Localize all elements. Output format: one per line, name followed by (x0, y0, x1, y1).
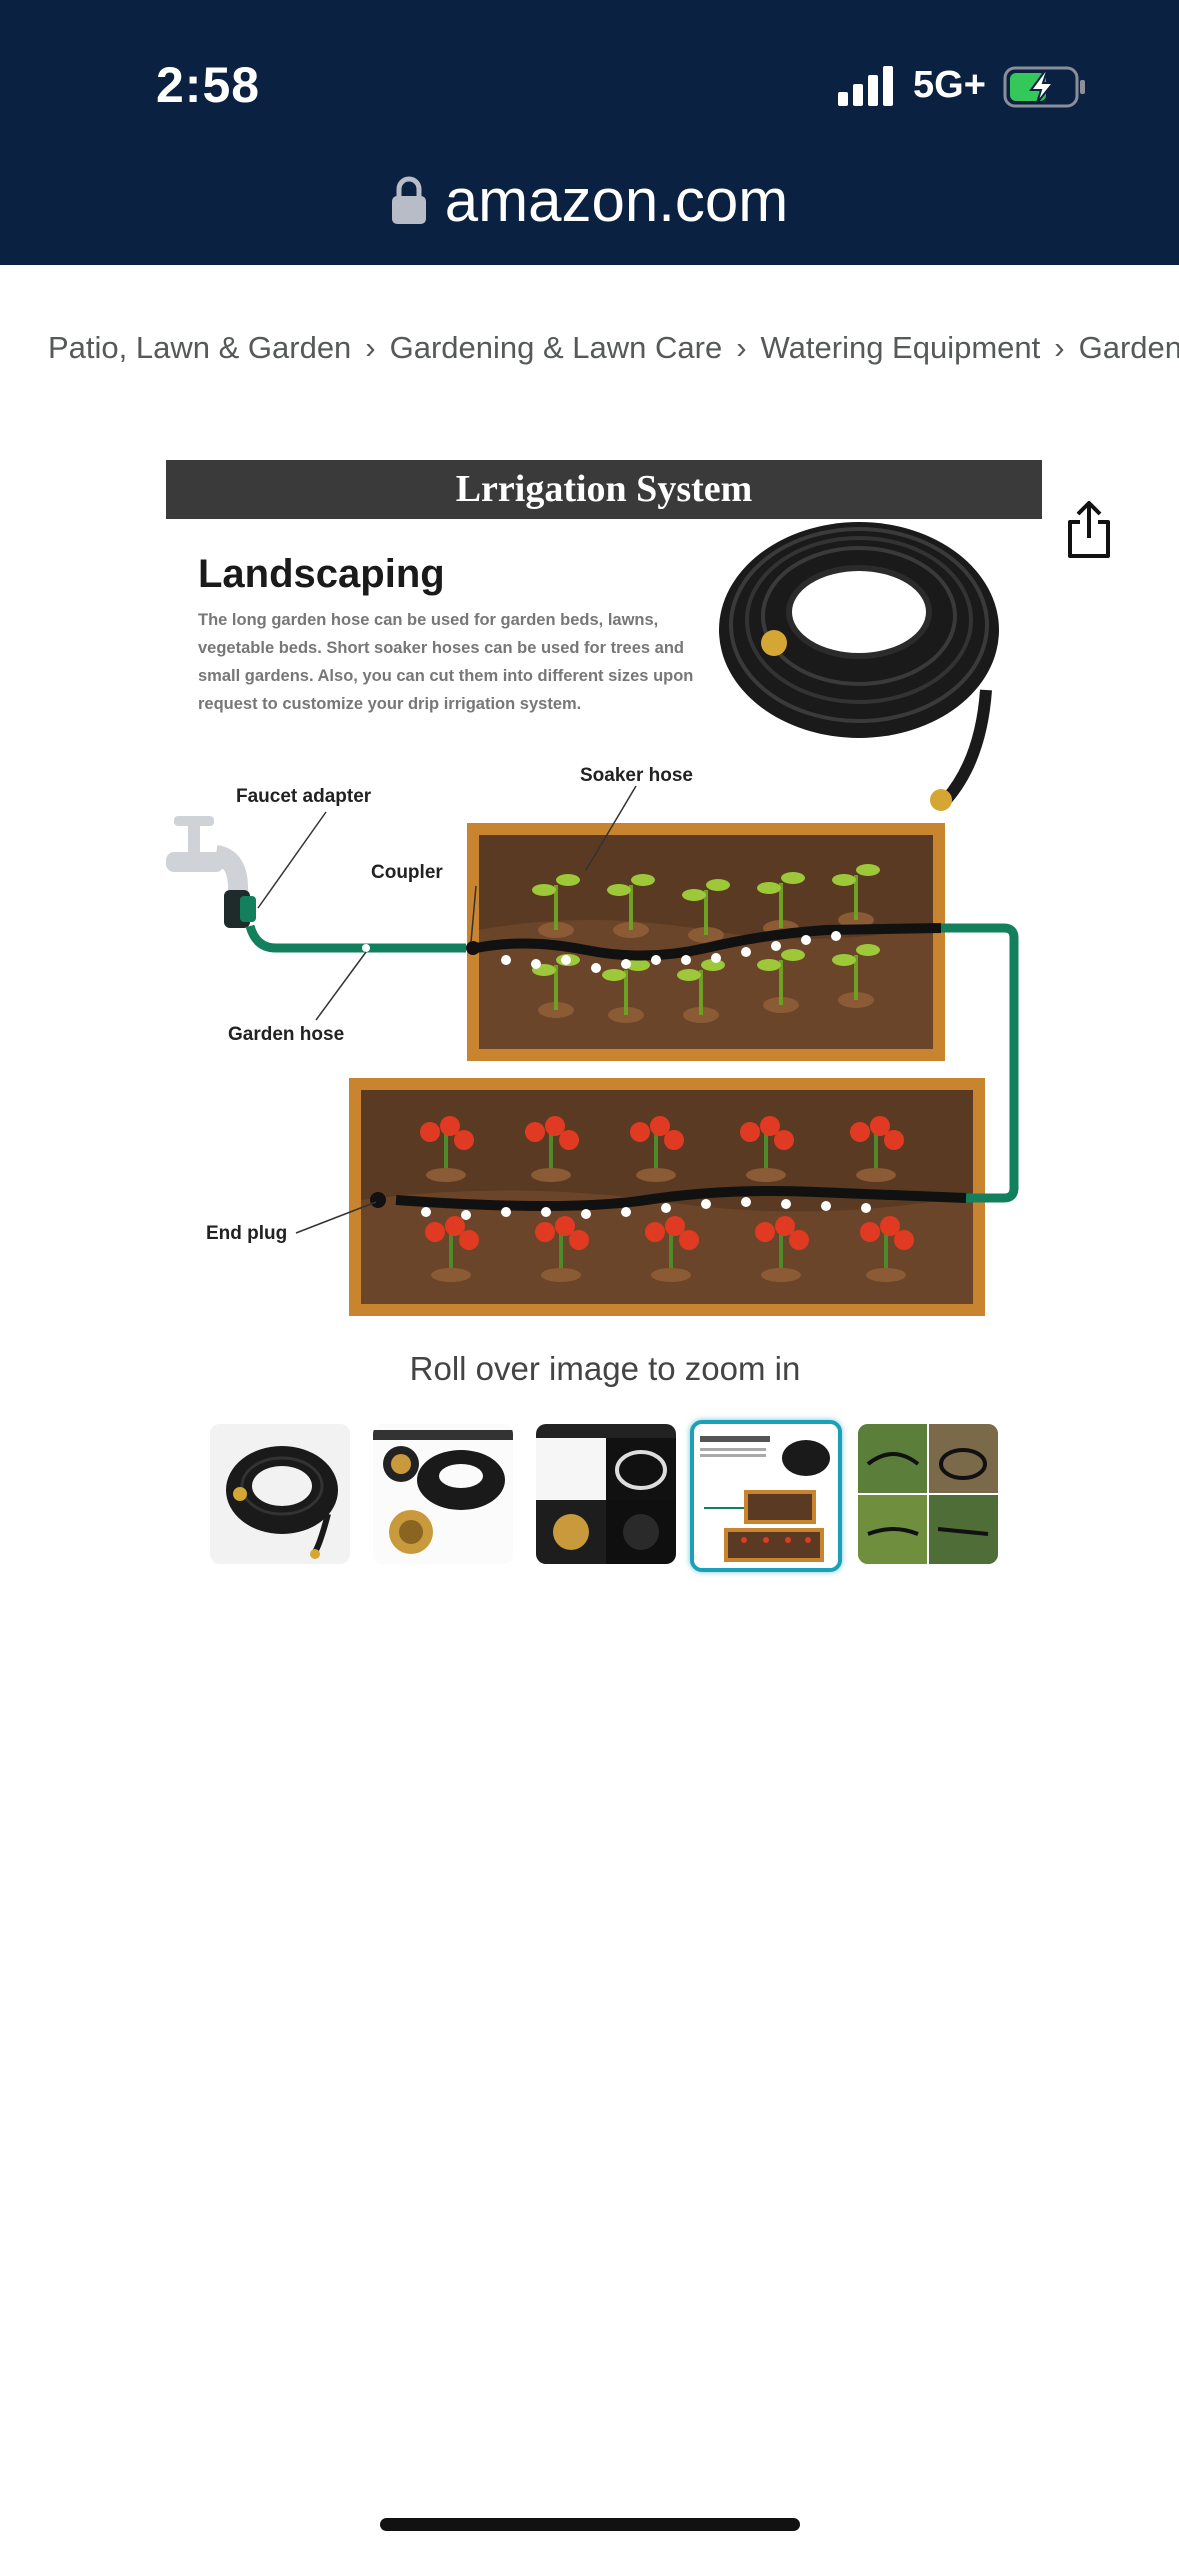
thumbnail-image (210, 1424, 350, 1564)
breadcrumb: Patio, Lawn & Garden › Gardening & Lawn Ca… (48, 330, 1179, 366)
url-domain: amazon.com (444, 166, 789, 234)
label-end-plug: End plug (206, 1223, 288, 1244)
thumbnail-hose-coil[interactable] (210, 1424, 350, 1564)
zoom-hint: Roll over image to zoom in (409, 1350, 801, 1387)
thumbnail-landscaping[interactable] (690, 1420, 842, 1572)
network-type: 5G+ (913, 64, 986, 106)
status-time: 2:58 (156, 57, 261, 113)
thumbnail-image (536, 1424, 676, 1564)
thumbnail-leak-free-seal[interactable] (373, 1424, 513, 1564)
end-plug-graphic (370, 1192, 386, 1208)
soaker-hose-lower (395, 1186, 967, 1211)
cellular-signal-icon (838, 66, 893, 106)
garden-hose-line (245, 924, 466, 953)
breadcrumb-link-gardening-lawn-care[interactable]: Gardening & Lawn Care (389, 330, 723, 365)
label-coupler: Coupler (371, 862, 443, 883)
browser-top-bar: 2:58 5G+ amazon.com (0, 0, 1179, 265)
url-bar[interactable]: amazon.com (0, 160, 1179, 240)
product-main-image[interactable]: Lrrigation System Landscaping The long g… (166, 460, 1042, 1320)
thumbnail-image (373, 1424, 513, 1564)
label-garden-hose: Garden hose (228, 1024, 345, 1045)
water-drops-upper (501, 931, 841, 973)
breadcrumb-separator: › (1054, 330, 1065, 365)
hose-coil-graphic (719, 522, 999, 811)
breadcrumb-link-watering-equipment[interactable]: Watering Equipment (760, 330, 1041, 365)
thumbnail-image (694, 1424, 838, 1568)
breadcrumb-link-patio-lawn-garden[interactable]: Patio, Lawn & Garden (48, 330, 352, 365)
irrigation-illustration (166, 522, 1019, 1316)
label-soaker-hose: Soaker hose (580, 765, 693, 786)
thumbnail-premium-material[interactable] (536, 1424, 676, 1564)
image-title-bar: Lrrigation System (166, 460, 1042, 519)
home-indicator[interactable] (380, 2518, 800, 2531)
thumbnail-garden-use[interactable] (858, 1424, 998, 1564)
lock-icon (391, 176, 426, 224)
label-faucet-adapter: Faucet adapter (236, 786, 372, 807)
thumbnail-image (858, 1424, 998, 1564)
breadcrumb-separator: › (365, 330, 376, 365)
faucet-graphic (166, 816, 256, 928)
seedling-plants (532, 864, 880, 1023)
image-heading: Landscaping (198, 552, 445, 596)
water-drops-lower (421, 1197, 871, 1220)
image-description: The long garden hose can be used for gar… (198, 611, 694, 713)
connector-hose (941, 923, 1019, 1203)
breadcrumb-separator: › (736, 330, 747, 365)
share-icon[interactable] (1062, 500, 1116, 560)
battery-charging-icon (1003, 66, 1085, 108)
breadcrumb-link-garden-hoses[interactable]: Garden Hoses (1078, 330, 1179, 365)
tomato-plants (420, 1116, 914, 1282)
